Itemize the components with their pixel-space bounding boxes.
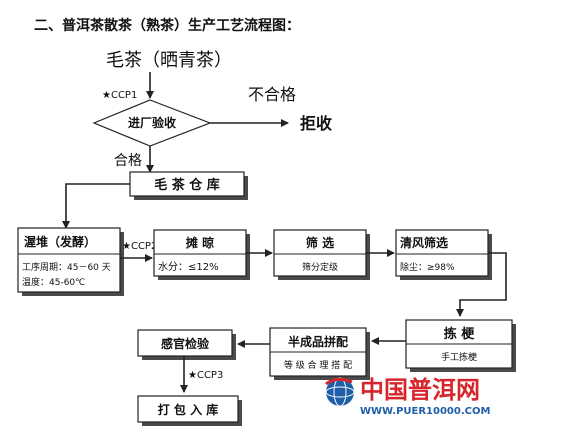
semi-blending-title: 半成品拼配 xyxy=(288,334,348,349)
watermark-url: WWW.PUER10000.COM xyxy=(360,406,490,417)
screening-note: 筛分定级 xyxy=(302,261,338,273)
reject-condition-label: 不合格 xyxy=(248,85,296,104)
wind-sorting-title: 清风筛选 xyxy=(400,235,448,250)
pass-condition-label: 合格 xyxy=(114,153,142,169)
arrow-to-stem-picking xyxy=(456,252,507,317)
globe-icon xyxy=(326,378,354,406)
sensory-check-label: 感官检验 xyxy=(161,336,210,351)
ccp3-label: ★CCP3 xyxy=(188,370,223,381)
warehouse-label: 毛 茶 仓 库 xyxy=(154,177,220,193)
wind-sorting-note: 除尘：≥98% xyxy=(400,261,455,273)
watermark: 中国普洱网 WWW.PUER10000.COM xyxy=(325,376,490,417)
fermentation-box xyxy=(17,227,121,293)
screening-box xyxy=(273,229,367,277)
arrow-warehouse-to-fermentation xyxy=(62,183,130,229)
sensory-check-box xyxy=(137,329,233,357)
packing-box xyxy=(137,395,239,423)
stem-picking-title: 拣 梗 xyxy=(444,326,476,342)
ccp2-label: ★CCP2 xyxy=(122,241,157,252)
raw-tea-node: 毛茶（晒青茶） xyxy=(106,50,232,71)
diagram-title: 二、普洱茶散茶（熟茶）生产工艺流程图： xyxy=(34,17,300,34)
fermentation-cycle: 工序周期：45－60 天 xyxy=(22,261,111,273)
drying-note: 水分：≤12% xyxy=(158,261,219,273)
ccp1-label: ★CCP1 xyxy=(102,90,137,101)
inspection-label: 进厂验收 xyxy=(128,115,176,130)
watermark-logo-text: 中国普洱网 xyxy=(360,376,480,404)
semi-blending-note: 等 级 合 理 搭 配 xyxy=(284,359,352,371)
reject-node: 拒收 xyxy=(300,114,332,133)
screening-title: 筛 选 xyxy=(306,235,334,250)
fermentation-temp: 温度：45-60℃ xyxy=(22,276,85,288)
drying-box xyxy=(153,229,247,277)
stem-picking-note: 手工拣梗 xyxy=(441,351,477,363)
drying-title: 摊 晾 xyxy=(186,235,214,250)
packing-label: 打 包 入 库 xyxy=(158,402,219,417)
fermentation-title: 渥堆（发酵） xyxy=(24,234,96,249)
